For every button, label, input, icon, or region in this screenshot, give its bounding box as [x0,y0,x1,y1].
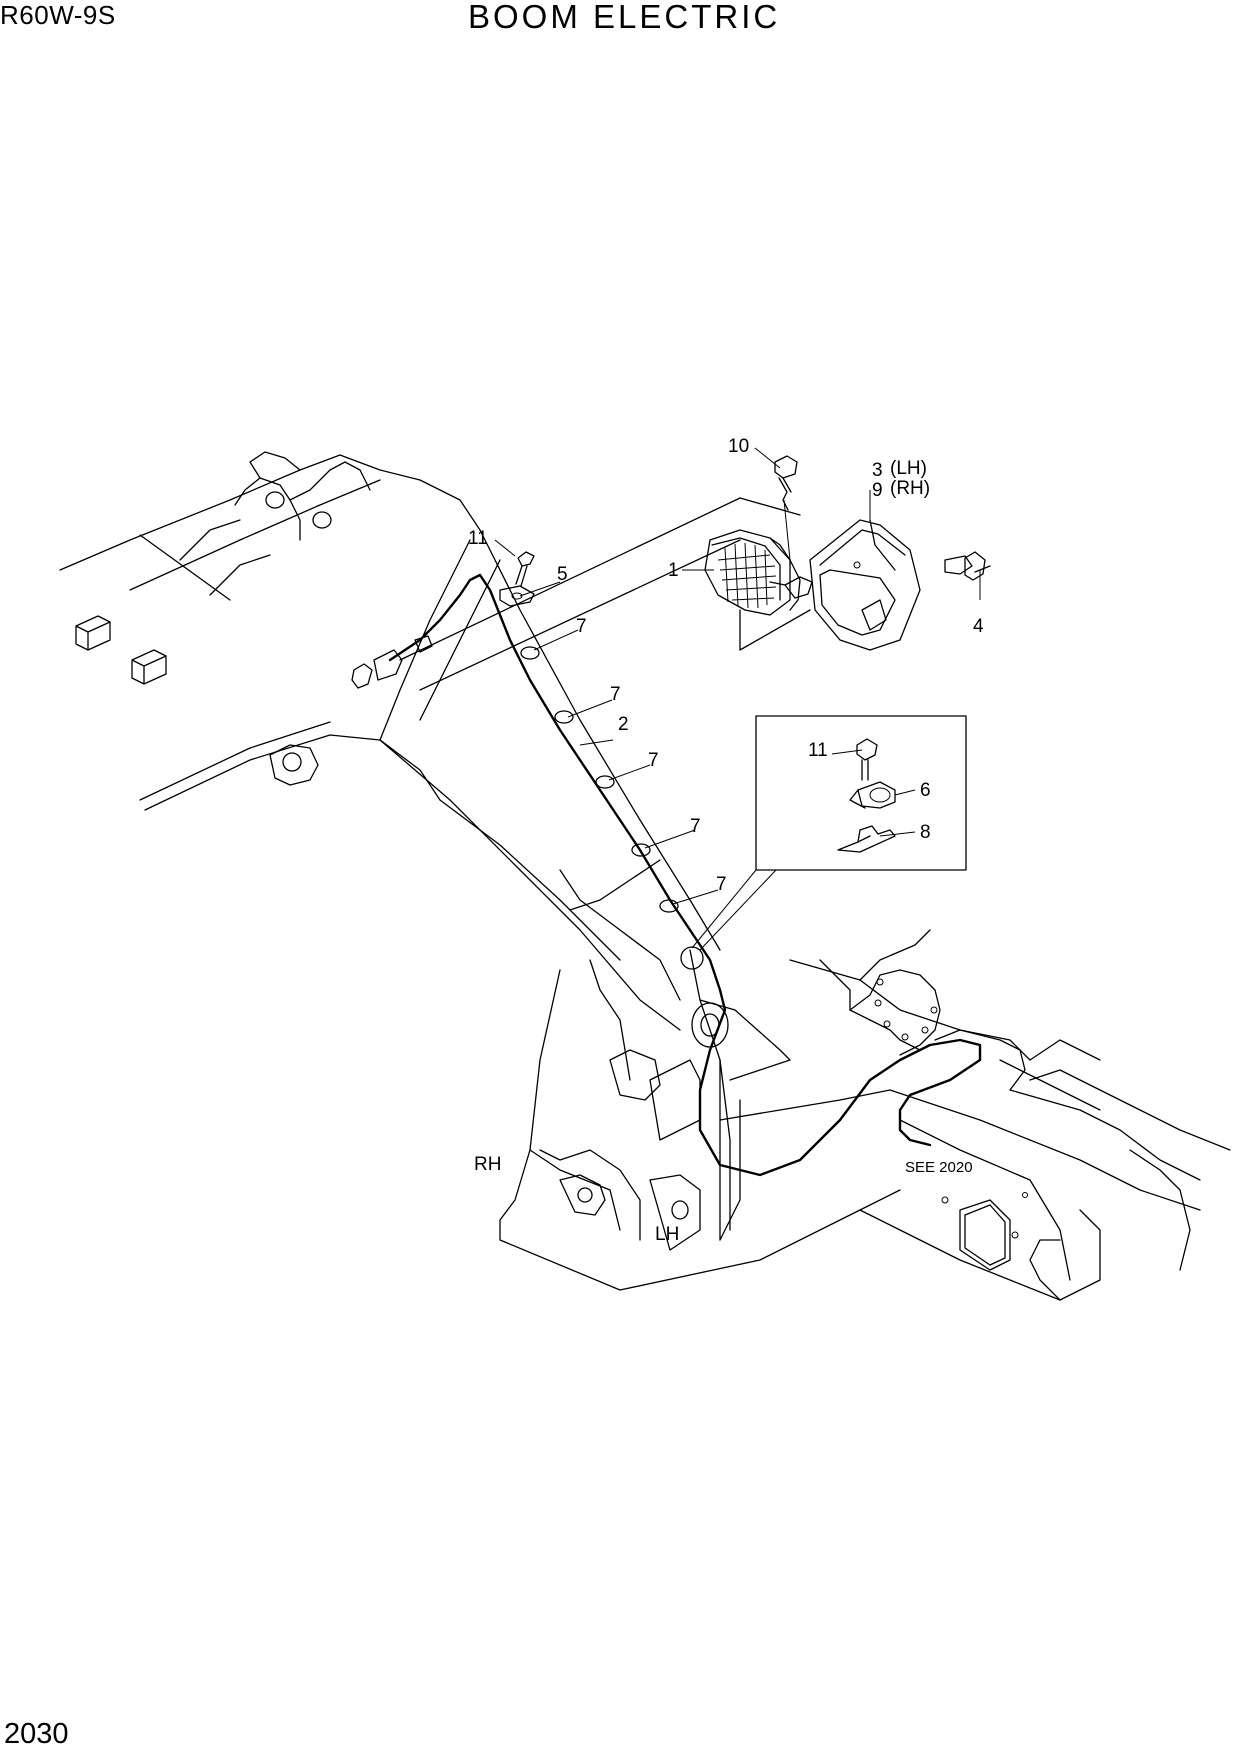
boom-arm [59,451,721,1031]
callout-7-2: 7 [610,684,621,705]
lamp-bracket-lines [399,497,811,691]
callouts: 10 3 (LH) 9 (RH) 1 4 11 5 7 7 2 7 7 7 11… [468,436,984,895]
callout-2: 2 [618,714,629,735]
callout-10: 10 [728,436,749,457]
callout-7-3: 7 [648,750,659,771]
rh-label: RH [474,1154,501,1175]
bolt-10 [774,455,798,511]
wire-harness [351,573,982,1177]
callout-11-inset: 11 [808,740,828,761]
page-title: BOOM ELECTRIC [468,0,781,35]
boom-base [499,949,901,1291]
callout-3-note: (LH) [890,458,927,479]
callout-9: 9 [872,480,883,501]
callout-4: 4 [973,616,984,637]
upper-frame [789,929,1231,1301]
model-code: R60W-9S [0,0,116,30]
detail-inset [691,715,967,951]
callout-6: 6 [920,780,931,801]
callout-7-5: 7 [716,874,727,895]
work-lamp [704,529,813,616]
page-number: 2030 [4,1718,69,1750]
callout-8: 8 [920,822,931,843]
callout-7-4: 7 [690,816,701,837]
bolt-4 [944,551,991,581]
callout-1: 1 [668,560,679,581]
upper-bracket-assembly [499,551,535,607]
callout-7-1: 7 [576,616,587,637]
callout-5: 5 [557,564,568,585]
callout-11-upper: 11 [468,528,488,549]
lh-label: LH [655,1224,679,1245]
clips [520,646,679,913]
lamp-guard [809,519,921,651]
callout-3: 3 [872,460,883,481]
leader-lines [494,447,981,905]
see-reference: SEE 2020 [905,1159,973,1176]
callout-9-note: (RH) [890,478,930,499]
